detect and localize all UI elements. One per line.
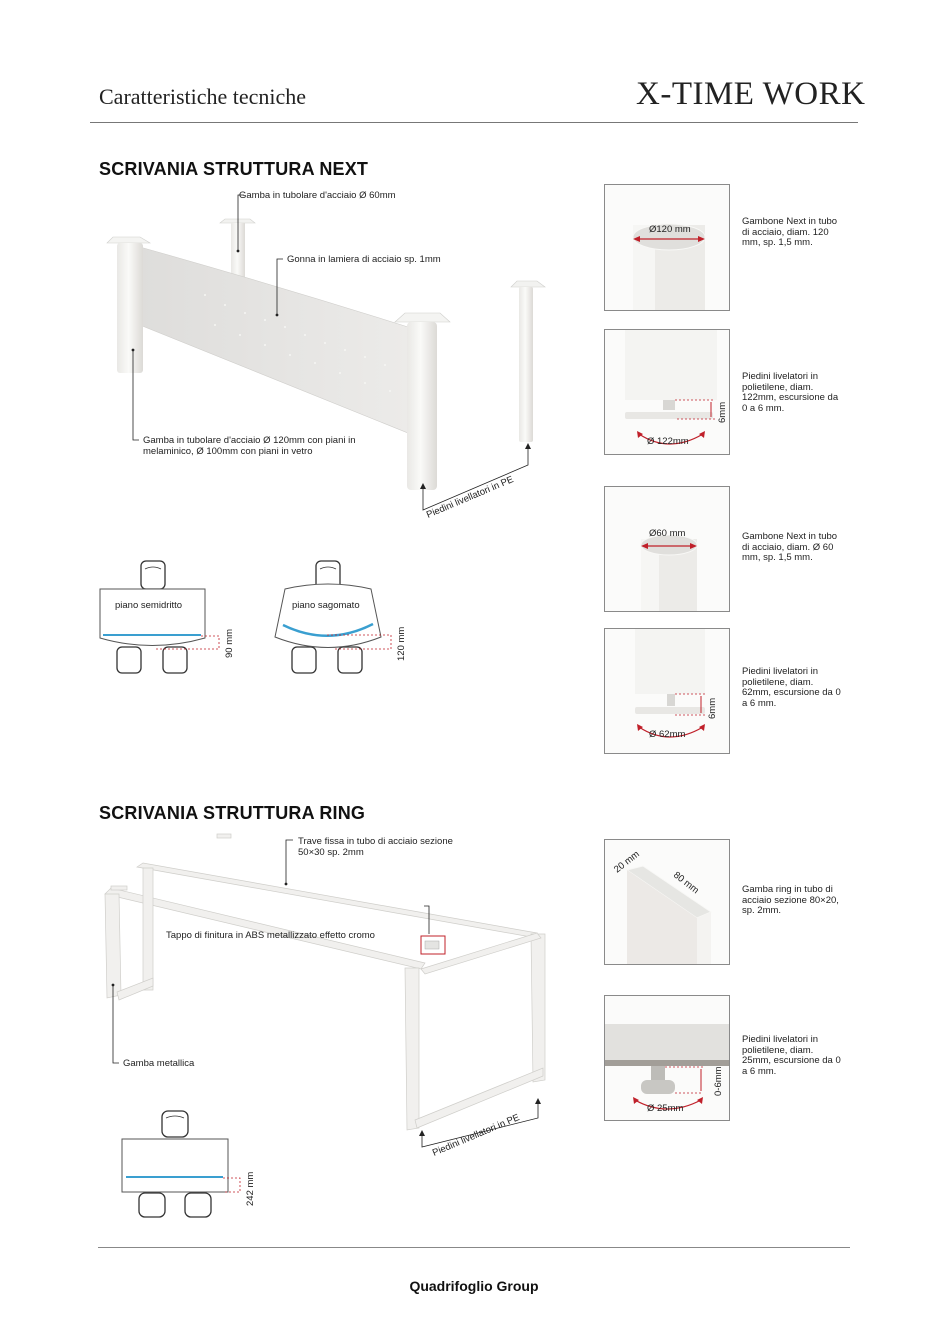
ring-plan-dimension: 242 mm <box>245 1172 256 1206</box>
next-detail-photo-foot62: Ø 62mm 6mm <box>604 628 730 754</box>
foot62-label: Ø 62mm <box>649 729 686 740</box>
plan-sagomato <box>274 560 392 674</box>
section-heading: Caratteristiche tecniche <box>99 84 307 109</box>
next-leg60-callout: Gamba in tubolare d'acciaio Ø 60mm <box>239 190 396 201</box>
next-feet-callout: Piedini livellatori in PE <box>425 474 515 521</box>
next-plan-diagrams: 90 mm 120 mm <box>99 560 407 674</box>
sagomato-dimension: 120 mm <box>396 627 407 661</box>
next-section-title: SCRIVANIA STRUTTURA NEXT <box>99 159 369 179</box>
ring-beam-callout-line2: 50×30 sp. 2mm <box>298 847 364 858</box>
ring-leg-callout: Gamba metallica <box>123 1058 195 1069</box>
next-detail-text-4: Piedini livelatori in polietilene, diam.… <box>742 666 841 709</box>
ring-desk-illustration: Piedini livellatori in PE <box>104 833 546 1159</box>
semidritto-label: piano semidritto <box>115 600 183 611</box>
product-title: X-TIME WORK <box>636 76 866 112</box>
ring-detail-photo-section: 20 mm 80 mm <box>604 839 730 965</box>
next-leg120-callout-line1: Gamba in tubolare d'acciaio Ø 120mm con … <box>143 435 356 446</box>
sagomato-label: piano sagomato <box>292 600 360 611</box>
ring-plan-diagram: 242 mm <box>121 1110 256 1218</box>
foot25-height-label: 0-6mm <box>713 1066 724 1096</box>
footer-divider <box>98 1247 850 1248</box>
next-detail-text-2: Piedini livelatori in polietilene, diam.… <box>742 371 839 414</box>
ring-detail-text-2: Piedini livelatori in polietilene, diam.… <box>742 1034 841 1077</box>
next-detail-photo-tube120: Ø120 mm <box>604 184 730 311</box>
next-leg120-callout-line2: melaminico, Ø 100mm con piani in vetro <box>143 446 313 457</box>
ring-section-title: SCRIVANIA STRUTTURA RING <box>99 803 366 823</box>
plan-semidritto <box>99 560 220 674</box>
next-detail-photo-foot122: Ø 122mm 6mm <box>604 329 730 455</box>
footer-brand: Quadrifoglio Group <box>409 1278 539 1294</box>
tube60-label: Ø60 mm <box>649 528 686 539</box>
ring-beam-callout-line1: Trave fissa in tubo di acciaio sezione <box>298 836 453 847</box>
header-divider <box>90 122 858 123</box>
next-detail-text-1: Gambone Next in tubo di acciaio, diam. 1… <box>742 216 838 248</box>
ring-detail-photo-foot25: Ø 25mm 0-6mm <box>604 995 730 1121</box>
foot122-height-label: 6mm <box>717 402 728 423</box>
tube120-label: Ø120 mm <box>649 224 691 235</box>
ring-feet-callout: Piedini livellatori in PE <box>431 1112 521 1159</box>
foot122-label: Ø 122mm <box>647 436 689 447</box>
foot62-height-label: 6mm <box>707 698 718 719</box>
foot25-label: Ø 25mm <box>647 1103 684 1114</box>
semidritto-dimension: 90 mm <box>224 629 235 658</box>
ring-cap-callout: Tappo di finitura in ABS metallizzato ef… <box>166 930 375 941</box>
next-desk-illustration: Piedini livellatori in PE <box>106 194 546 521</box>
ring-detail-text-1: Gamba ring in tubo di acciaio sezione 80… <box>742 884 839 916</box>
next-detail-text-3: Gambone Next in tubo di acciaio, diam. Ø… <box>742 531 838 563</box>
next-detail-photo-tube60: Ø60 mm <box>604 486 730 612</box>
next-skirt-callout: Gonna in lamiera di acciaio sp. 1mm <box>287 254 441 265</box>
